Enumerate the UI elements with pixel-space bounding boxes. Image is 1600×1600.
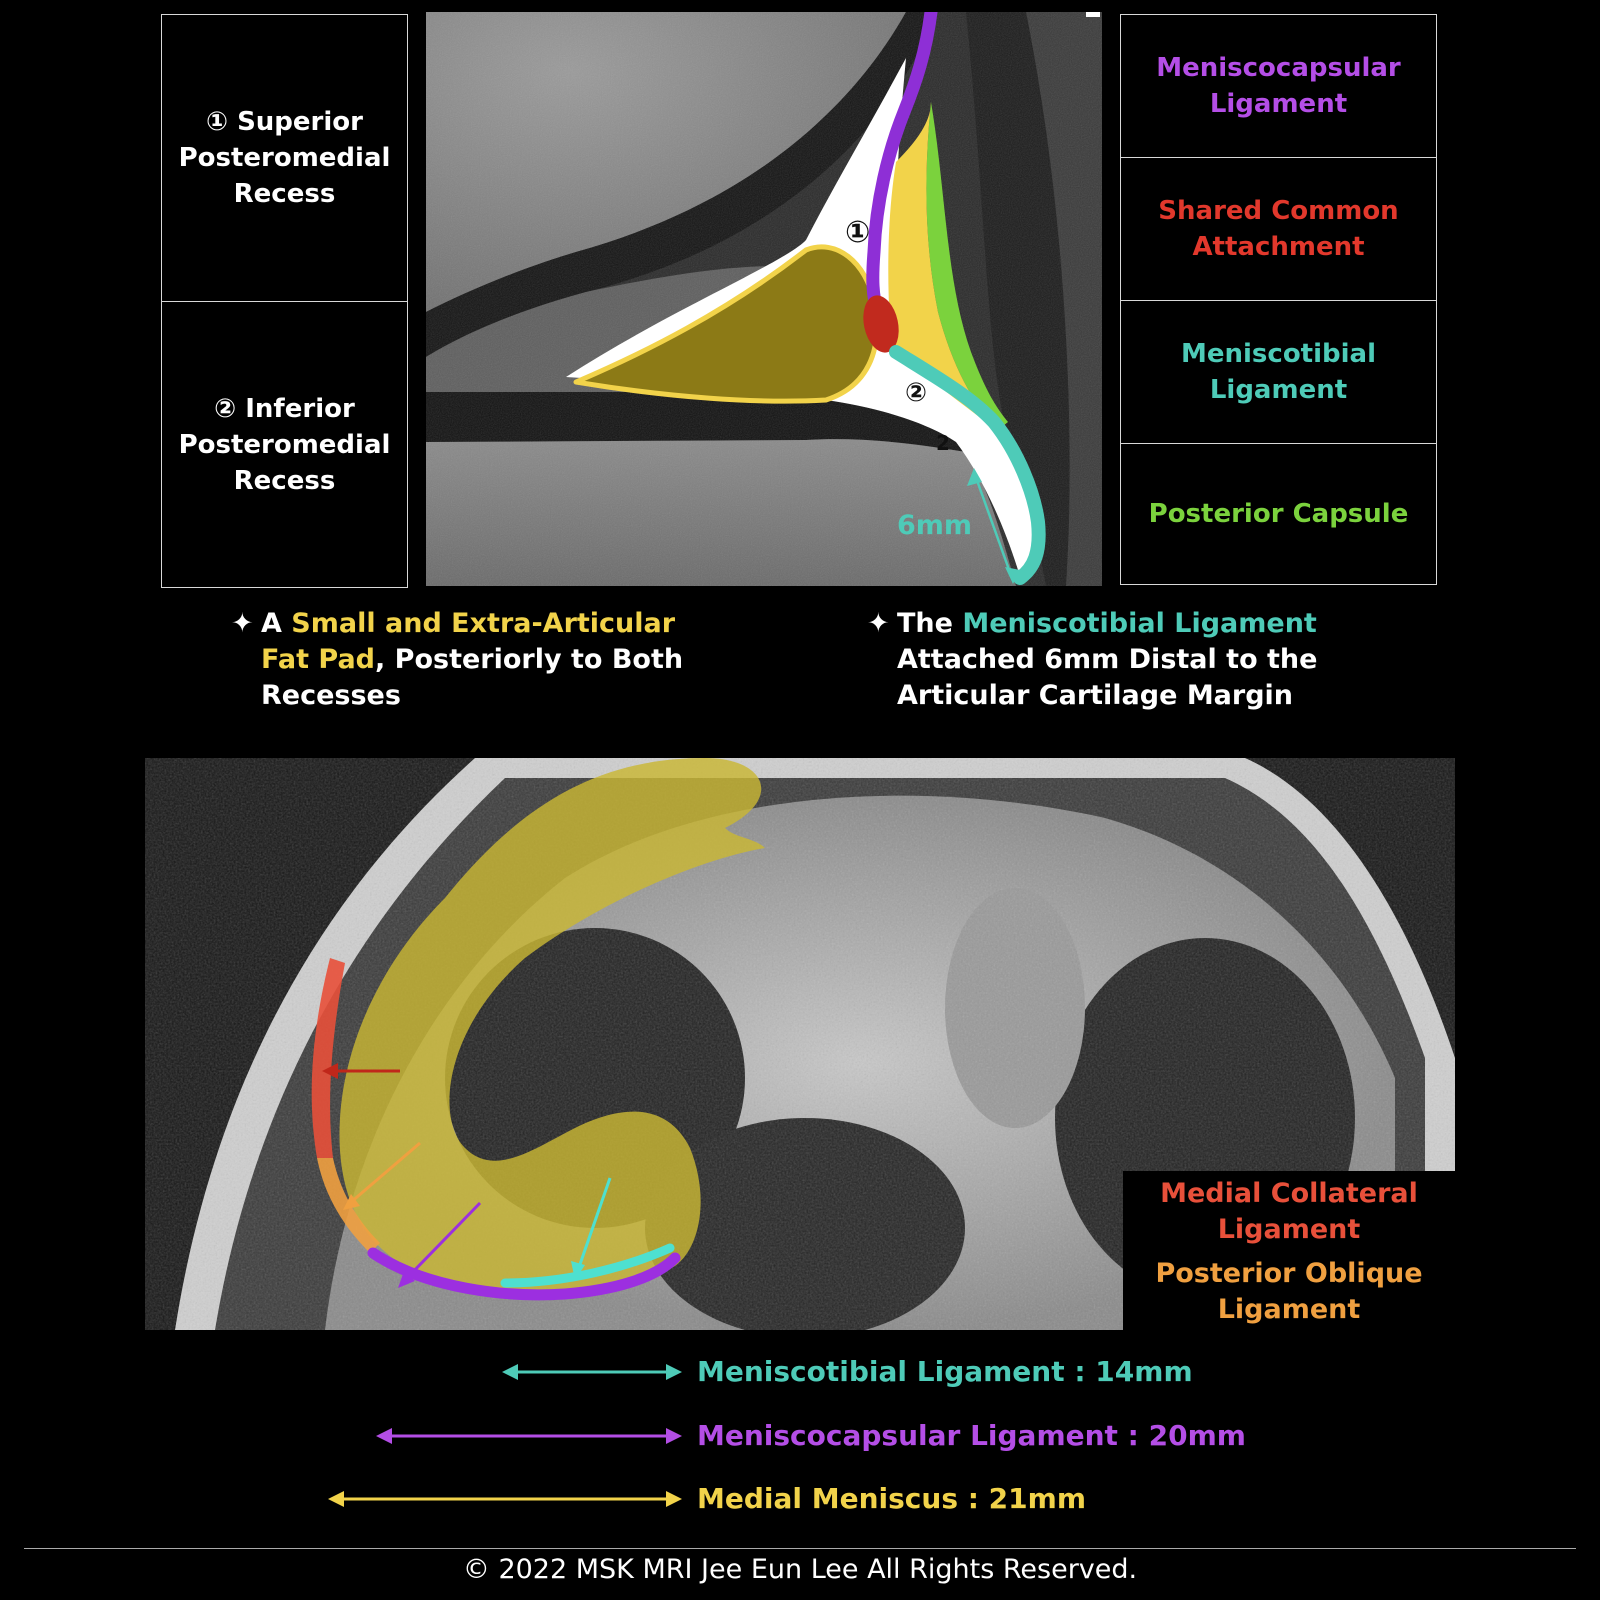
legend-pol-label: Posterior Oblique Ligament bbox=[1155, 1258, 1423, 1325]
shared-common-attachment bbox=[863, 295, 899, 353]
meniscotibial-arrow bbox=[571, 1177, 612, 1280]
meniscotibial-note-part2: Attached 6mm Distal to the Articular Car… bbox=[897, 644, 1318, 711]
meniscocapsular-axial bbox=[367, 1247, 681, 1301]
meniscocapsular-length-arrow bbox=[376, 1428, 682, 1444]
star-icon: ✦ bbox=[231, 608, 254, 639]
superior-recess-label-box: ① Superior Posteromedial Recess bbox=[161, 14, 408, 302]
marker-inferior-recess: ② bbox=[905, 378, 928, 408]
pol-arrow bbox=[343, 1141, 421, 1210]
meniscocapsular-measurement: Meniscocapsular Ligament : 20mm bbox=[697, 1419, 1246, 1452]
meniscotibial-note-highlight: Meniscotibial Ligament bbox=[962, 608, 1317, 639]
meniscotibial-measurement: Meniscotibial Ligament : 14mm bbox=[697, 1355, 1193, 1388]
mcl-arrow bbox=[322, 1063, 400, 1079]
legend-meniscocapsular-label: Meniscocapsular Ligament bbox=[1156, 53, 1401, 119]
legend-shared-attachment-box: Shared Common Attachment bbox=[1120, 157, 1437, 301]
fat-pad-note-highlight: Small and Extra-Articular Fat Pad bbox=[261, 608, 676, 675]
meniscotibial-axial bbox=[500, 1243, 675, 1288]
mcl-overlay bbox=[311, 958, 345, 1158]
meniscus-length-arrow bbox=[328, 1491, 682, 1507]
inferior-recess-label: ② Inferior Posteromedial Recess bbox=[178, 393, 391, 496]
legend-mcl-label: Medial Collateral Ligament bbox=[1160, 1178, 1418, 1245]
meniscotibial-ligament bbox=[889, 345, 1046, 585]
legend-posterior-capsule-box: Posterior Capsule bbox=[1120, 443, 1437, 585]
fat-triangle bbox=[888, 102, 998, 430]
footer-divider bbox=[24, 1548, 1576, 1549]
legend-meniscotibial-label: Meniscotibial Ligament bbox=[1181, 339, 1376, 405]
posterior-capsule bbox=[926, 102, 1008, 430]
marker-superior-recess: ① bbox=[845, 215, 871, 250]
legend-meniscotibial-box: Meniscotibial Ligament bbox=[1120, 300, 1437, 444]
six-mm-label: 6mm bbox=[897, 510, 973, 541]
meniscotibial-length-arrow bbox=[502, 1364, 682, 1380]
sagittal-mri-image: 2 bbox=[426, 12, 1102, 586]
six-mm-double-arrow bbox=[967, 468, 1020, 584]
axial-legend bbox=[1123, 1171, 1455, 1331]
copyright-footer: © 2022 MSK MRI Jee Eun Lee All Rights Re… bbox=[462, 1554, 1138, 1585]
meniscotibial-note-part1: The bbox=[897, 608, 963, 639]
meniscus-measurement: Medial Meniscus : 21mm bbox=[697, 1482, 1086, 1515]
superior-recess-label: ① Superior Posteromedial Recess bbox=[178, 107, 391, 209]
measurement-arrows bbox=[328, 1364, 682, 1507]
svg-text:2: 2 bbox=[936, 431, 950, 455]
inferior-recess-label-box: ② Inferior Posteromedial Recess bbox=[161, 301, 408, 588]
fat-pad-note-part1: A bbox=[261, 608, 292, 639]
fat-pad-note-part2: , Posteriorly to Both Recesses bbox=[261, 644, 684, 711]
star-icon: ✦ bbox=[867, 608, 890, 639]
legend-posterior-capsule-label: Posterior Capsule bbox=[1148, 499, 1409, 529]
meniscocapsular-arrow bbox=[398, 1201, 482, 1288]
meniscocapsular-ligament bbox=[866, 12, 938, 319]
legend-shared-attachment-label: Shared Common Attachment bbox=[1158, 196, 1399, 262]
meniscotibial-note: ✦ The Meniscotibial Ligament Attached 6m… bbox=[867, 606, 1397, 714]
medial-meniscus-overlay bbox=[339, 758, 765, 1294]
fat-pad-note: ✦ A Small and Extra-Articular Fat Pad, P… bbox=[231, 606, 721, 714]
legend-meniscocapsular-box: Meniscocapsular Ligament bbox=[1120, 14, 1437, 158]
